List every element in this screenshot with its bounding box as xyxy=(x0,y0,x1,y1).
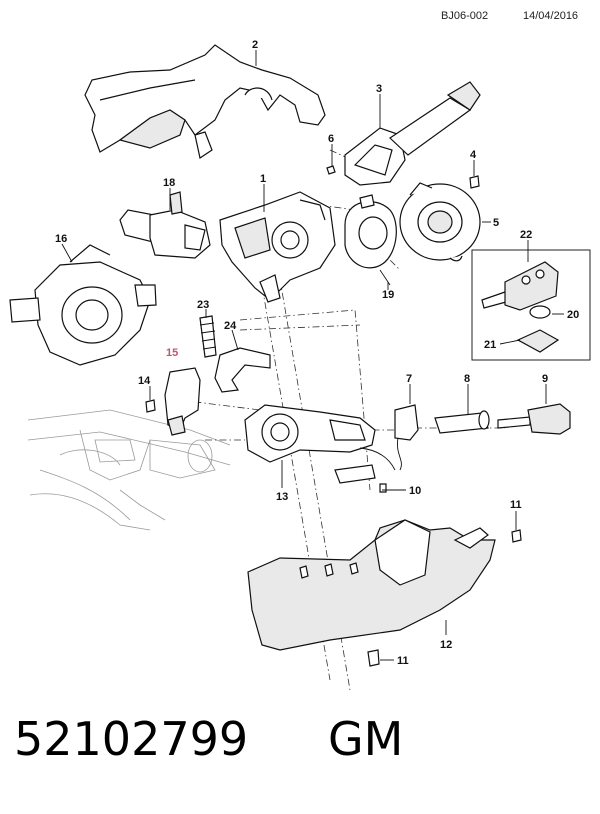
callout-8: 8 xyxy=(464,373,470,385)
callout-16: 16 xyxy=(55,233,67,245)
callout-23: 23 xyxy=(197,299,209,311)
key-9 xyxy=(497,403,571,435)
callout-21: 21 xyxy=(484,339,496,351)
screw-11-lower xyxy=(367,649,380,667)
spring-23 xyxy=(199,315,217,358)
lock-housing-13 xyxy=(244,404,376,463)
wiring-harness-10 xyxy=(334,447,396,493)
connector-7 xyxy=(394,404,419,471)
leader-lines xyxy=(61,50,564,661)
remote-key-inset xyxy=(471,249,591,361)
callout-11-lower: 11 xyxy=(397,655,409,667)
callout-6: 6 xyxy=(328,133,334,145)
steering-angle-module xyxy=(9,244,157,366)
lower-column-cover xyxy=(247,519,496,651)
document-code: BJ06-002 xyxy=(441,10,489,22)
callout-labels: 2 3 6 4 1 18 5 16 22 19 20 21 23 24 15 1… xyxy=(55,39,579,667)
ghost-steering-column xyxy=(27,409,231,531)
clockspring xyxy=(399,182,481,262)
callout-20: 20 xyxy=(567,309,579,321)
callout-5: 5 xyxy=(493,217,499,229)
callout-9: 9 xyxy=(542,373,548,385)
callout-19: 19 xyxy=(382,289,394,301)
switch-housing xyxy=(219,191,336,303)
bracket-24 xyxy=(214,347,271,393)
callout-7: 7 xyxy=(406,373,412,385)
screw-11-upper xyxy=(511,529,522,543)
callout-12: 12 xyxy=(440,639,452,651)
part-number: 52102799 xyxy=(14,712,249,766)
callout-14: 14 xyxy=(138,375,151,387)
callout-24: 24 xyxy=(224,320,237,332)
clockspring-ring-small xyxy=(344,194,397,286)
callout-3: 3 xyxy=(376,83,382,95)
screw-6 xyxy=(326,165,336,175)
brand-name: GM xyxy=(328,712,404,766)
callout-18: 18 xyxy=(163,177,175,189)
screw-4 xyxy=(469,175,480,189)
callout-2: 2 xyxy=(252,39,258,51)
callout-1: 1 xyxy=(260,173,266,185)
lock-cylinder-8 xyxy=(434,410,490,434)
screw-14 xyxy=(145,399,156,413)
document-date: 14/04/2016 xyxy=(523,10,579,22)
wiper-stalk-switch xyxy=(344,81,481,186)
ignition-module-15 xyxy=(164,367,201,436)
callout-13: 13 xyxy=(276,491,288,503)
callout-15: 15 xyxy=(166,347,178,359)
callout-11-upper: 11 xyxy=(510,499,522,511)
callout-10: 10 xyxy=(409,485,421,497)
callout-22: 22 xyxy=(520,229,532,241)
upper-column-cover xyxy=(84,44,326,159)
turn-signal-stalk-switch xyxy=(119,191,211,259)
callout-4: 4 xyxy=(470,149,477,161)
